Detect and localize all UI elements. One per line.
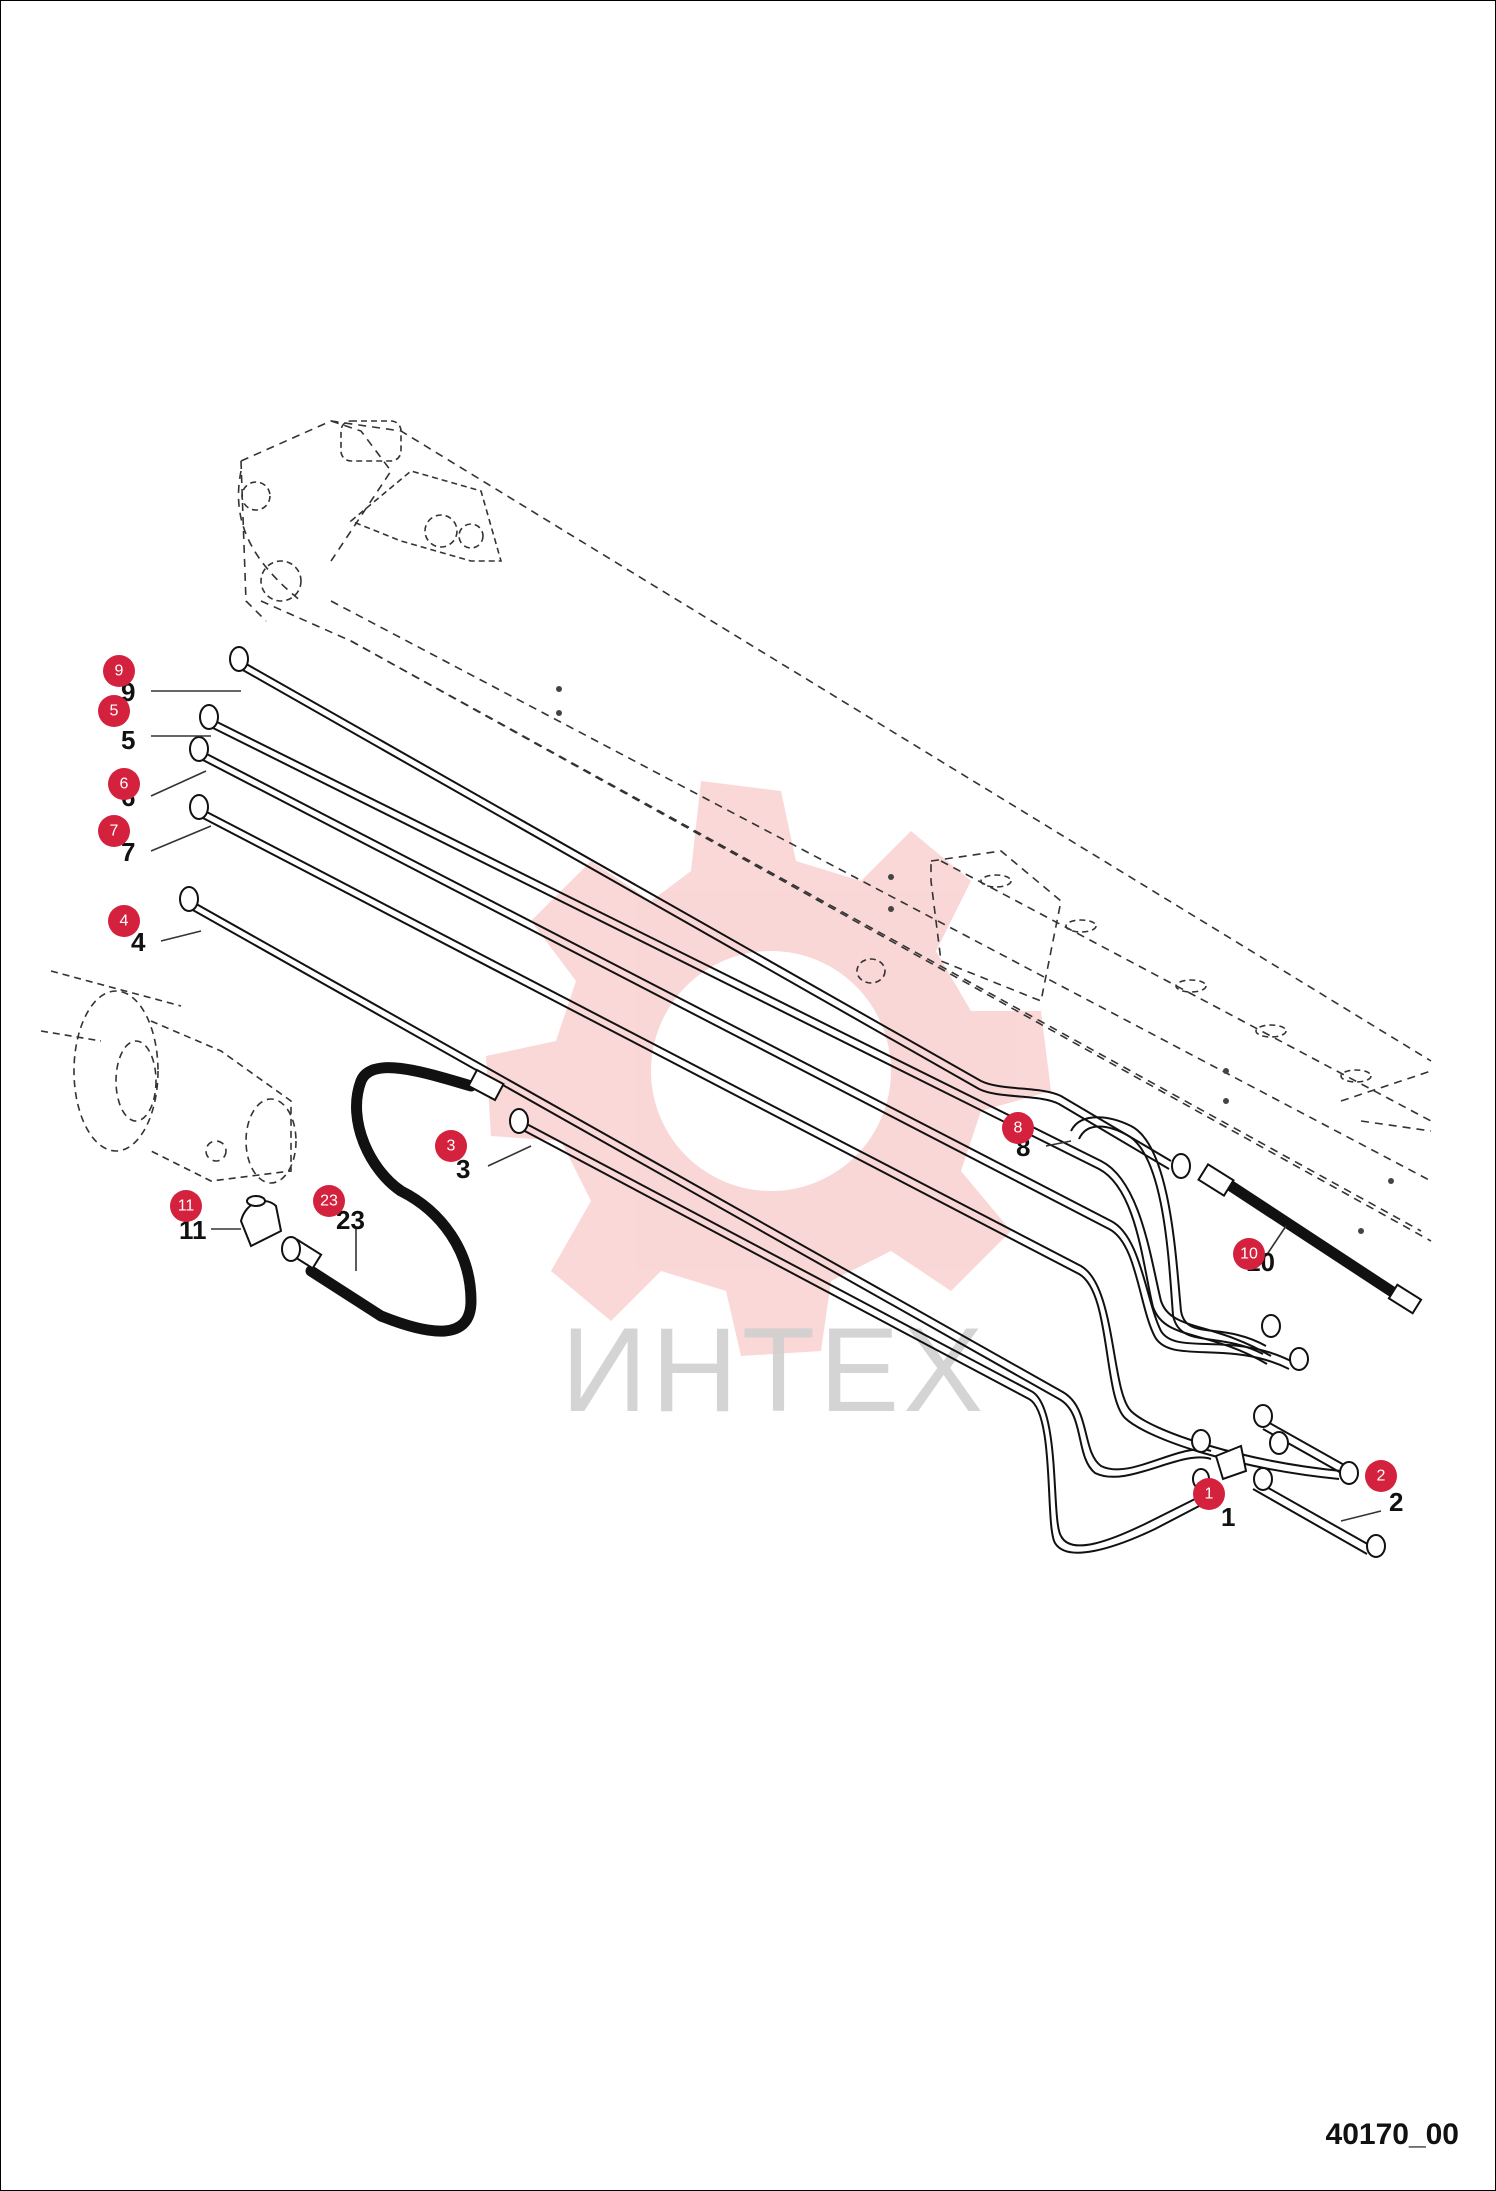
- frame-beam: [237, 420, 1432, 1242]
- pipe-3: [520, 1120, 1202, 1547]
- svg-text:9: 9: [115, 663, 124, 680]
- callout-6[interactable]: 6: [108, 768, 140, 800]
- svg-text:10: 10: [1240, 1246, 1258, 1263]
- hose-23: [305, 1062, 477, 1337]
- part-no-3: 3: [456, 1154, 470, 1184]
- svg-text:2: 2: [1377, 1468, 1386, 1485]
- svg-text:1: 1: [1205, 1486, 1214, 1503]
- part-no-5: 5: [121, 725, 135, 755]
- hose-10: [1225, 1180, 1397, 1297]
- svg-text:11: 11: [178, 1198, 195, 1215]
- callout-10[interactable]: 10: [1233, 1238, 1265, 1270]
- flexible-hoses: [305, 1062, 1397, 1337]
- part-no-1: 1: [1221, 1502, 1235, 1532]
- callout-badges: 9 5 6 7 4 3 8 10 11 23 1 2: [98, 655, 1397, 1510]
- svg-text:6: 6: [120, 776, 129, 793]
- callout-3[interactable]: 3: [435, 1130, 467, 1162]
- callout-9[interactable]: 9: [103, 655, 135, 687]
- callout-4[interactable]: 4: [108, 905, 140, 937]
- svg-text:8: 8: [1014, 1120, 1023, 1137]
- pipe-6: [200, 750, 1292, 1362]
- watermark-text: ИНТЕХ: [561, 1303, 987, 1437]
- callout-7[interactable]: 7: [98, 815, 130, 847]
- svg-text:23: 23: [320, 1193, 338, 1210]
- svg-text:7: 7: [110, 823, 119, 840]
- callout-11[interactable]: 11: [170, 1190, 202, 1222]
- callout-23[interactable]: 23: [313, 1185, 345, 1217]
- callout-1[interactable]: 1: [1193, 1478, 1225, 1510]
- pipe-2: [1255, 1480, 1372, 1547]
- watermark-gear-logo: [486, 781, 1051, 1356]
- part-no-7: 7: [121, 837, 135, 867]
- frame-brackets: [241, 420, 1372, 1083]
- axle-hub: [40, 970, 297, 1184]
- part-no-2: 2: [1389, 1487, 1403, 1517]
- callout-2[interactable]: 2: [1365, 1460, 1397, 1492]
- pipe-9: [240, 660, 1172, 1162]
- svg-text:4: 4: [120, 913, 129, 930]
- hose-fittings: [239, 1068, 1423, 1315]
- callout-5[interactable]: 5: [98, 695, 130, 727]
- frame-bolts: [556, 686, 1394, 1234]
- svg-text:5: 5: [110, 703, 119, 720]
- leader-lines: [150, 690, 1382, 1522]
- drawing-number: 40170_00: [1325, 2118, 1459, 2151]
- pipe-4: [190, 900, 1212, 1471]
- pipe-5: [210, 718, 1272, 1357]
- callout-8[interactable]: 8: [1002, 1112, 1034, 1144]
- part-no-4: 4: [131, 927, 146, 957]
- rigid-pipes: [190, 660, 1372, 1555]
- pipe-7: [200, 808, 1342, 1472]
- pipe-8: [1070, 1116, 1267, 1347]
- watermark-gear-hole: [651, 951, 891, 1191]
- svg-text:3: 3: [447, 1138, 456, 1155]
